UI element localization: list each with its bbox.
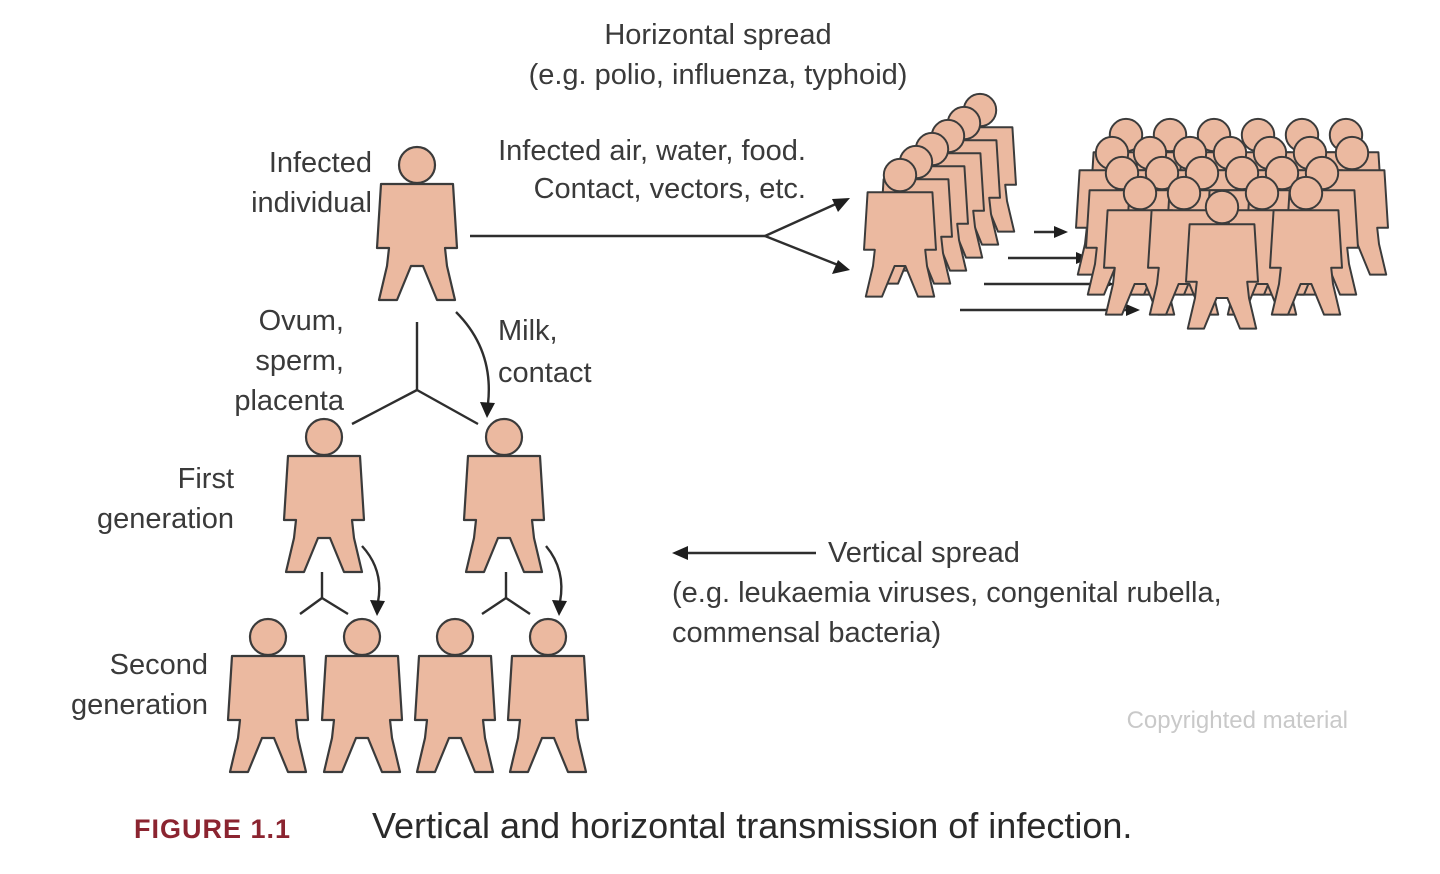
horizontal-spread-title: Horizontal spread xyxy=(604,19,831,51)
germline-route-line1: Ovum, xyxy=(259,305,344,337)
infected-individual-label-line2: individual xyxy=(251,187,372,219)
milk-route-line2: contact xyxy=(498,357,592,389)
vertical-spread-examples-line2: commensal bacteria) xyxy=(672,617,941,649)
first-generation-label-line1: First xyxy=(178,463,234,495)
copyright-watermark: Copyrighted material xyxy=(1127,707,1348,734)
second-generation-person-4 xyxy=(506,617,590,774)
first-generation-label-line2: generation xyxy=(97,503,234,535)
first-generation-figures xyxy=(282,417,546,574)
figure-caption: Vertical and horizontal transmission of … xyxy=(372,805,1132,846)
vertical-spread-title: Vertical spread xyxy=(828,537,1020,569)
horizontal-infected-population xyxy=(1075,117,1389,330)
infected-individual-label-line1: Infected xyxy=(269,147,372,179)
infected-individual-figure xyxy=(375,145,459,302)
vertical-spread-arrow xyxy=(672,546,816,560)
second-generation-person-1 xyxy=(226,617,310,774)
second-generation-figures xyxy=(226,617,590,774)
horizontal-infected-crowd xyxy=(863,92,1017,298)
vertical-spread-examples-line1: (e.g. leukaemia viruses, congenital rube… xyxy=(672,577,1222,609)
second-generation-label-line1: Second xyxy=(110,649,208,681)
horizontal-routes-line1: Infected air, water, food. xyxy=(498,135,806,167)
second-generation-person-2 xyxy=(320,617,404,774)
horizontal-route-arrows xyxy=(470,198,850,274)
germline-route-line3: placenta xyxy=(234,385,345,417)
second-generation-person-3 xyxy=(413,617,497,774)
vertical-route-lines-second-generation xyxy=(299,545,567,616)
milk-route-line1: Milk, xyxy=(498,315,558,347)
first-generation-person-2 xyxy=(462,417,546,574)
vertical-route-lines-first-generation xyxy=(351,311,495,426)
germline-route-line2: sperm, xyxy=(255,345,344,377)
first-generation-person-1 xyxy=(282,417,366,574)
horizontal-spread-examples: (e.g. polio, influenza, typhoid) xyxy=(529,59,908,91)
second-generation-label-line2: generation xyxy=(71,689,208,721)
figure-number: FIGURE 1.1 xyxy=(134,814,291,844)
horizontal-routes-line2: Contact, vectors, etc. xyxy=(534,173,806,205)
